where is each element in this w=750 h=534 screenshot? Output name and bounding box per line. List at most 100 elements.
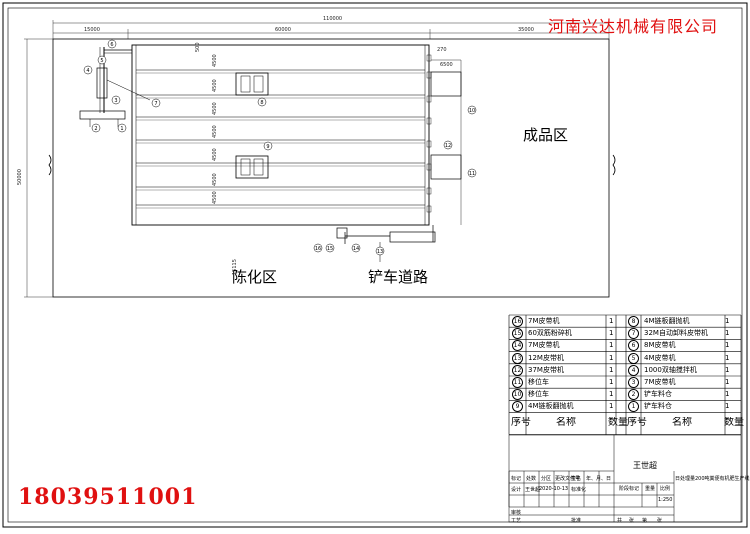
- part-qty: 1: [725, 317, 730, 325]
- part-qty: 1: [609, 390, 614, 399]
- hopper-1: [79, 110, 126, 120]
- mixer: [96, 67, 108, 99]
- part-number: 7: [628, 328, 639, 340]
- part-number: 8: [628, 316, 639, 327]
- part-qty: 1: [609, 365, 614, 374]
- break-right: [612, 154, 616, 176]
- crusher: [336, 227, 348, 239]
- svg-text:7: 7: [154, 101, 157, 107]
- label-doc: 更改文件号: [555, 476, 581, 482]
- label-mark: 标记: [511, 476, 522, 482]
- part-name: 1000双轴搅拌机: [644, 365, 697, 374]
- svg-text:1: 1: [120, 126, 123, 132]
- part-qty: 1: [725, 378, 730, 386]
- svg-text:8: 8: [260, 100, 263, 106]
- part-qty: 1: [725, 402, 730, 411]
- turner-machine-9: [235, 155, 269, 179]
- scale-value: 1:250: [658, 497, 673, 503]
- dim-right: 35000: [518, 27, 534, 33]
- output-conveyor: [389, 231, 436, 243]
- part-name: 37M皮带机: [528, 365, 564, 374]
- part-name: 60双筋粉碎机: [528, 329, 572, 338]
- part-number: 4: [628, 364, 639, 376]
- svg-text:6: 6: [110, 42, 113, 48]
- part-name: 4M皮带机: [644, 353, 676, 362]
- part-qty: 1: [725, 341, 730, 350]
- dim-row-spacing: 4500: [212, 148, 218, 161]
- part-number: 2: [628, 389, 639, 401]
- part-name: 7M皮带机: [528, 317, 560, 325]
- header-no: 序号: [627, 416, 647, 428]
- dim-row-spacing: 4500: [212, 54, 218, 67]
- part-qty: 1: [609, 329, 614, 338]
- dim-row-spacing: 4500: [212, 102, 218, 115]
- design-name: 王世超: [525, 487, 541, 493]
- header-name: 名称: [556, 416, 576, 428]
- parts-header: 序号名称数量: [625, 416, 744, 429]
- title-block: [508, 434, 742, 523]
- label-weight: 重量: [645, 486, 656, 492]
- label-std: 标准化: [571, 487, 587, 493]
- label-total: 共: [617, 518, 623, 524]
- part-qty: 1: [725, 329, 730, 338]
- dim-small-a: 500: [195, 42, 201, 52]
- label-sheets-2: 张: [657, 518, 663, 524]
- parts-row: 15 60双筋粉碎机 1: [509, 327, 625, 340]
- svg-text:16: 16: [315, 246, 321, 252]
- part-number: 12: [512, 364, 523, 376]
- part-qty: 1: [609, 341, 614, 350]
- svg-text:2: 2: [94, 126, 97, 132]
- label-scale: 比例: [660, 486, 671, 492]
- part-number: 3: [628, 377, 639, 388]
- site-boundary: [52, 38, 610, 298]
- svg-text:12: 12: [445, 143, 451, 149]
- label-count: 处数: [526, 476, 537, 482]
- header-no: 序号: [511, 416, 531, 428]
- part-name: 7M皮带机: [644, 378, 676, 386]
- part-name: 移位车: [528, 378, 549, 386]
- callout-10: 10: [467, 105, 477, 115]
- parts-row: 8 4M链板翻抛机 1: [625, 315, 741, 327]
- callout-7: 7: [151, 98, 161, 108]
- label-date: 年、月、日: [586, 476, 612, 482]
- dim-height: 50000: [17, 169, 23, 185]
- header-name: 名称: [672, 416, 692, 428]
- svg-text:5: 5: [100, 58, 103, 64]
- design-date: 2020-10-13: [539, 486, 569, 492]
- part-number: 10: [512, 389, 523, 401]
- svg-text:14: 14: [353, 246, 359, 252]
- part-number: 9: [512, 401, 523, 413]
- part-number: 1: [628, 401, 639, 413]
- svg-text:9: 9: [266, 144, 269, 150]
- aging-hall: [131, 44, 430, 226]
- drawing-title: 日处理量200吨粪便有机肥生产线: [675, 476, 750, 482]
- part-number: 15: [512, 328, 523, 340]
- parts-header: 序号 名称 数量: [509, 416, 628, 429]
- label-page: 第: [642, 518, 648, 524]
- parts-row: 3 7M皮带机 1: [625, 376, 741, 388]
- designer-name: 王世超: [633, 461, 657, 470]
- part-number: 5: [628, 352, 639, 364]
- zone-aging: 陈化区: [232, 268, 278, 286]
- callout-8: 8: [257, 97, 267, 107]
- label-design: 设计: [511, 487, 522, 493]
- callout-3: 3: [111, 95, 121, 105]
- callout-12: 12: [443, 140, 453, 150]
- header-qty: 数量: [608, 416, 628, 428]
- parts-table: [508, 314, 742, 435]
- svg-text:3: 3: [114, 98, 117, 104]
- part-number: 11: [512, 377, 523, 388]
- part-name: 铲车料仓: [644, 390, 672, 399]
- part-name: 4M链板翻抛机: [644, 317, 690, 325]
- svg-text:13: 13: [377, 249, 383, 255]
- svg-text:11: 11: [469, 171, 475, 177]
- dim-row-spacing: 4500: [212, 191, 218, 204]
- callout-13: 13: [375, 246, 385, 256]
- dim-left: 15000: [84, 27, 100, 33]
